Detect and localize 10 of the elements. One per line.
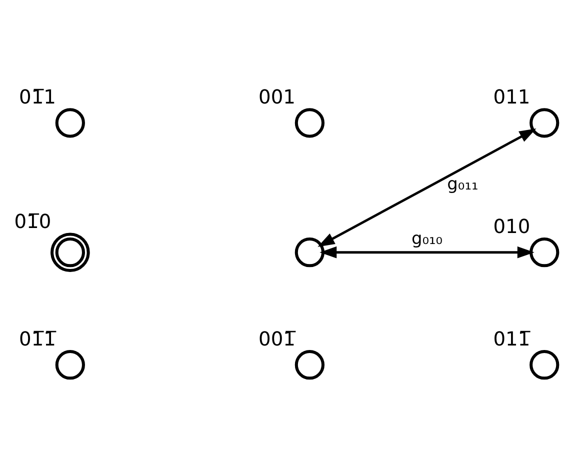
node-label: 011 — [493, 85, 530, 108]
node-label: 010 — [493, 214, 530, 238]
node-label: 01̅0 — [14, 210, 52, 233]
node-label: 001̅ — [258, 327, 296, 350]
node-label: 01̅1 — [19, 85, 56, 108]
edge-label: g₀₁₁ — [447, 174, 478, 194]
edge-label: g₀₁₀ — [411, 228, 443, 248]
node-label: 001 — [258, 85, 296, 108]
node-label: 01̅1̅ — [19, 327, 56, 350]
node-label: 011̅ — [493, 327, 530, 350]
